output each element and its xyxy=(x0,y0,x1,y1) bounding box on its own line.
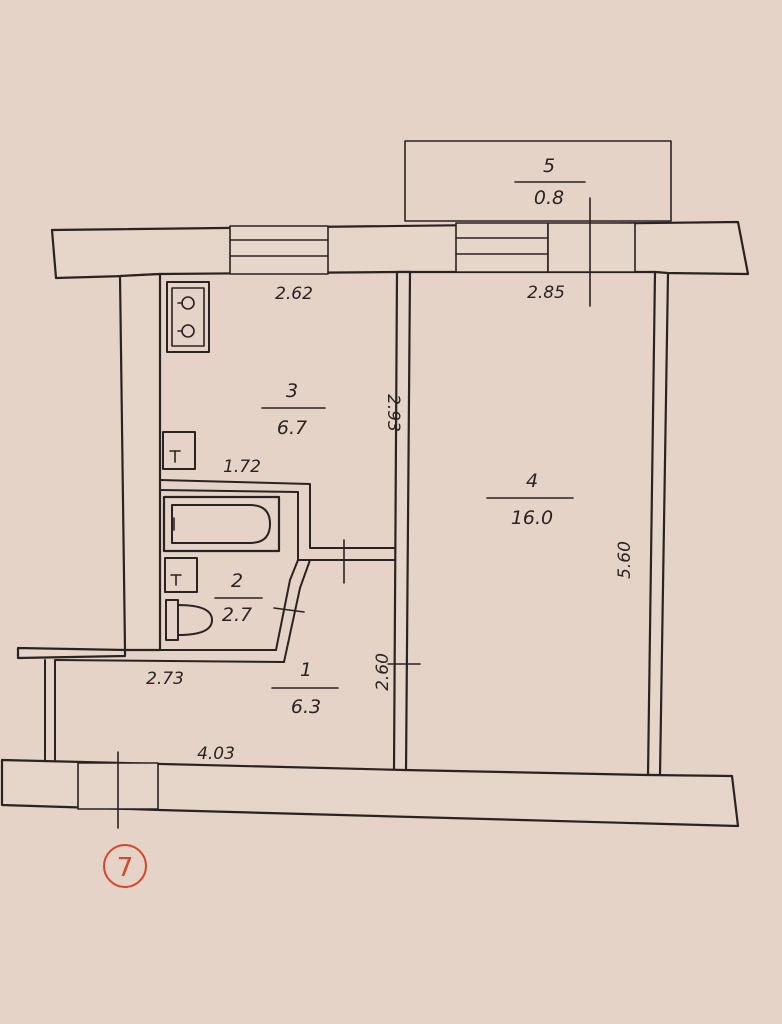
dim-kitchen-width: 2.62 xyxy=(275,284,313,304)
room-window xyxy=(455,222,549,273)
hall-window xyxy=(77,751,159,829)
room-5-label: 5 0.8 xyxy=(514,155,586,209)
svg-text:1: 1 xyxy=(300,659,312,681)
svg-text:6.7: 6.7 xyxy=(277,417,307,439)
svg-text:4: 4 xyxy=(526,470,538,492)
partition-kitchen-room xyxy=(392,270,412,774)
dim-bath-width: 1.72 xyxy=(223,457,261,477)
top-wall xyxy=(50,220,750,280)
kitchen-sink-icon xyxy=(162,431,196,470)
svg-text:3: 3 xyxy=(286,380,298,402)
bottom-wall xyxy=(0,758,740,828)
svg-text:2.7: 2.7 xyxy=(222,604,252,626)
bath-diagonal-wall xyxy=(275,559,299,651)
toilet-icon xyxy=(165,599,213,641)
dim-room-width: 2.85 xyxy=(527,283,565,303)
svg-text:7: 7 xyxy=(117,853,134,883)
room-4-label: 4 16.0 xyxy=(486,470,574,529)
bathtub-icon xyxy=(162,495,281,553)
washbasin-icon xyxy=(164,557,198,593)
dim-kitchen-depth: 2.93 xyxy=(383,394,403,432)
dim-hall-width-top: 2.73 xyxy=(146,669,184,689)
svg-text:6.3: 6.3 xyxy=(291,696,321,718)
room-2-label: 2 2.7 xyxy=(214,570,263,626)
balcony xyxy=(404,140,672,222)
svg-text:16.0: 16.0 xyxy=(511,507,553,529)
dim-hall-width-bottom: 4.03 xyxy=(197,744,235,764)
balcony-door xyxy=(547,197,636,307)
room-1-label: 1 6.3 xyxy=(271,659,339,718)
axis-marker: 7 xyxy=(103,844,147,888)
left-wall xyxy=(118,272,162,652)
dim-room-depth: 5.60 xyxy=(615,541,635,579)
svg-text:5: 5 xyxy=(543,155,555,177)
dim-hall-depth: 2.60 xyxy=(373,653,393,691)
kitchen-window xyxy=(229,225,329,275)
svg-text:2: 2 xyxy=(231,570,243,592)
room-3-label: 3 6.7 xyxy=(261,380,326,439)
stove-icon xyxy=(166,281,210,353)
bath-top-wall xyxy=(159,479,396,549)
right-wall xyxy=(646,270,670,777)
left-outer-wall xyxy=(16,646,127,660)
svg-text:0.8: 0.8 xyxy=(534,187,564,209)
